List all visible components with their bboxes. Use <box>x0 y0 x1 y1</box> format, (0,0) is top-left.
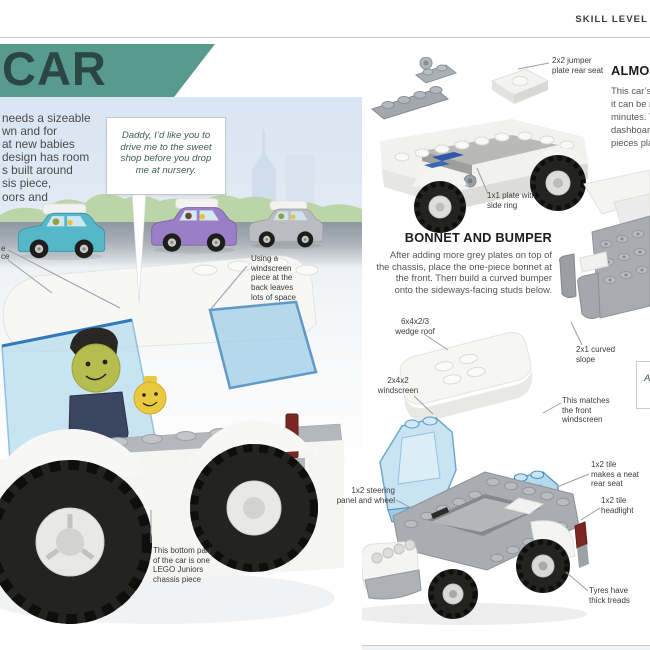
chassis-build-illustration <box>370 57 590 233</box>
main-car-illustration <box>0 255 345 624</box>
intro-paragraph: needs a sizeable wn and for at new babie… <box>2 111 91 204</box>
small-car-grey <box>248 200 324 249</box>
jumper-plate-label: 2x2 jumper plate rear seat <box>552 56 604 75</box>
side-ring-label: 1x1 plate with side ring <box>487 191 536 210</box>
windscreen-callout: Using a windscreen piece at the back lea… <box>251 254 296 302</box>
matches-windscreen-label: This matches the front windscreen <box>562 396 610 425</box>
steering-label: 1x2 steering panel and wheel <box>336 486 395 505</box>
speech-bubble-pointer <box>131 192 147 304</box>
skill-level-label: SKILL LEVEL <box>575 14 648 25</box>
title-banner: CAR <box>0 44 215 97</box>
almost-heading: ALMOS <box>611 63 650 78</box>
curved-slope-label: 2x1 curved slope <box>576 345 616 364</box>
almost-paragraph: This car’s r it can be m minutes. T dash… <box>611 85 650 148</box>
page-title: CAR <box>2 42 107 95</box>
small-car-purple <box>151 197 237 254</box>
windscreen-part-label: 2x4x2 windscreen <box>377 376 419 395</box>
edge-model-illustration <box>559 169 650 320</box>
wedge-roof-label: 6x4x2/3 wedge roof <box>395 317 435 336</box>
tyres-label: Tyres have thick treads <box>589 586 630 605</box>
top-rule <box>0 37 650 38</box>
rear-right-wheel <box>190 444 318 572</box>
bottom-car-illustration <box>343 471 589 625</box>
front-left-wheel <box>0 460 152 624</box>
bonnet-paragraph: After adding more grey plates on top of … <box>376 249 552 295</box>
cut-off-speech-bubble: A <box>636 361 650 409</box>
bonnet-heading: BONNET AND BUMPER <box>404 230 552 245</box>
speech-bubble: Daddy, I’d like you to drive me to the s… <box>106 117 226 195</box>
edge-label-fragments: e ce <box>1 244 10 261</box>
rear-seat-label: 1x2 tile makes a neat rear seat <box>591 460 640 489</box>
chassis-callout: This bottom part of the car is one LEGO … <box>153 546 211 585</box>
headlight-label: 1x2 tile headlight <box>601 496 634 515</box>
